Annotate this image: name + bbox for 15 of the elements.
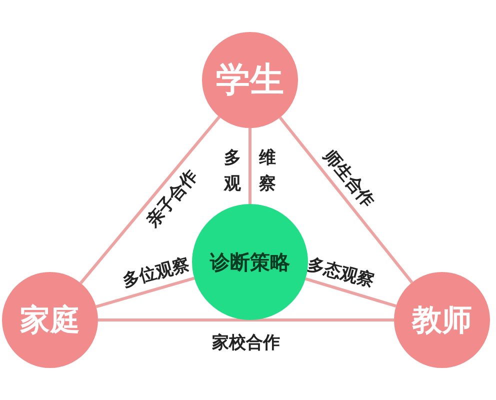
- connector-line: [80, 116, 220, 284]
- edge-label: 多位观察: [120, 254, 192, 293]
- connector-line: [248, 128, 252, 204]
- node-label: 诊断策略: [210, 248, 290, 276]
- connector-line: [278, 116, 414, 284]
- edge-label: 师生合作: [318, 144, 380, 212]
- edge-label: 多维观察: [222, 147, 295, 196]
- node-label: 家庭: [20, 302, 80, 340]
- node-label: 教师: [412, 302, 472, 340]
- connector-line: [98, 318, 394, 322]
- connector-line: [305, 277, 396, 308]
- edge-label: 家校合作: [212, 332, 280, 354]
- edge-label: 亲子合作: [142, 165, 203, 232]
- node-label: 学生: [216, 59, 284, 102]
- edge-label: 多态观察: [305, 254, 377, 293]
